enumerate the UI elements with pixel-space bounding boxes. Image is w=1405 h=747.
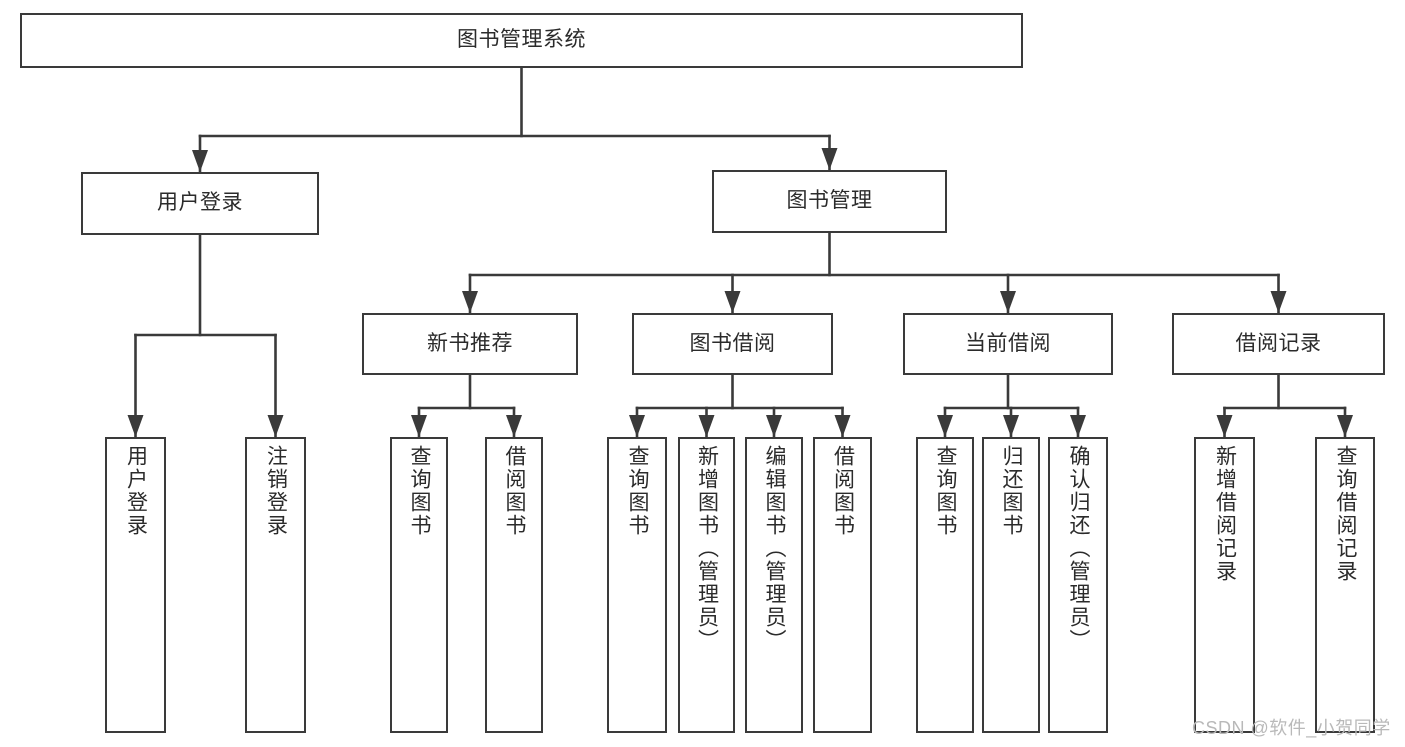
node-login[interactable]: 用户登录 [81,172,319,235]
node-leaf-confirm-return[interactable]: 确认归还（管理员） [1048,437,1108,733]
arrowhead-login [192,150,208,172]
node-label: 查询图书 [626,445,650,537]
node-leaf-return-book[interactable]: 归还图书 [982,437,1040,733]
arrowhead-borrow-record [1270,291,1287,313]
node-leaf-query-book-3[interactable]: 查询图书 [916,437,974,733]
arrowhead-leaf-user-login [127,415,144,437]
node-leaf-query-book-1[interactable]: 查询图书 [390,437,448,733]
node-leaf-user-login[interactable]: 用户登录 [105,437,166,733]
arrowhead-leaf-borrow-book-2 [834,415,851,437]
node-label: 用户登录 [124,445,148,537]
node-label: 图书管理系统 [457,28,586,52]
node-label: 确认归还（管理员） [1067,445,1091,652]
node-label: 当前借阅 [965,331,1051,355]
node-label: 图书借阅 [689,331,776,355]
node-label: 借阅图书 [831,445,855,537]
node-label: 用户登录 [157,191,243,215]
node-book-borrow[interactable]: 图书借阅 [632,313,833,375]
node-root[interactable]: 图书管理系统 [20,13,1023,68]
node-label: 新书推荐 [427,331,513,355]
arrowhead-leaf-add-book [698,415,715,437]
node-leaf-borrow-book-2[interactable]: 借阅图书 [813,437,872,733]
arrowhead-leaf-user-logout [267,415,284,437]
arrowhead-leaf-confirm-return [1070,415,1086,437]
arrowhead-new-book-rec [462,291,478,313]
node-leaf-add-record[interactable]: 新增借阅记录 [1194,437,1255,733]
node-leaf-edit-book[interactable]: 编辑图书（管理员） [745,437,803,733]
arrowhead-leaf-query-book-1 [411,415,427,437]
node-borrow-record[interactable]: 借阅记录 [1172,313,1385,375]
arrowhead-book-borrow [724,291,741,313]
node-label: 注销登录 [264,445,288,537]
node-label: 新增图书（管理员） [695,445,719,652]
arrowhead-leaf-return-book [1003,415,1019,437]
arrowhead-leaf-query-book-2 [629,415,645,437]
node-label: 新增借阅记录 [1213,445,1237,583]
arrowhead-current-borrow [1000,291,1016,313]
node-label: 查询图书 [934,445,958,537]
node-leaf-user-logout[interactable]: 注销登录 [245,437,306,733]
arrowhead-leaf-borrow-book-1 [506,415,522,437]
arrowhead-book-manage [821,148,838,170]
node-leaf-query-book-2[interactable]: 查询图书 [607,437,667,733]
node-new-book-rec[interactable]: 新书推荐 [362,313,578,375]
node-label: 图书管理 [786,189,873,213]
node-leaf-query-record[interactable]: 查询借阅记录 [1315,437,1375,733]
node-label: 编辑图书（管理员） [763,445,787,652]
arrowhead-leaf-query-book-3 [937,415,953,437]
node-label: 借阅图书 [503,445,527,537]
node-label: 借阅记录 [1235,331,1322,355]
node-leaf-borrow-book-1[interactable]: 借阅图书 [485,437,543,733]
arrowhead-leaf-add-record [1216,415,1233,437]
arrowhead-leaf-query-record [1337,415,1353,437]
node-leaf-add-book[interactable]: 新增图书（管理员） [678,437,735,733]
watermark: CSDN @软件_小贺同学 [1192,718,1391,738]
node-book-manage[interactable]: 图书管理 [712,170,947,233]
node-label: 查询借阅记录 [1334,445,1358,583]
node-label: 归还图书 [1000,445,1024,537]
arrowhead-leaf-edit-book [766,415,782,437]
node-label: 查询图书 [408,445,432,537]
node-current-borrow[interactable]: 当前借阅 [903,313,1113,375]
